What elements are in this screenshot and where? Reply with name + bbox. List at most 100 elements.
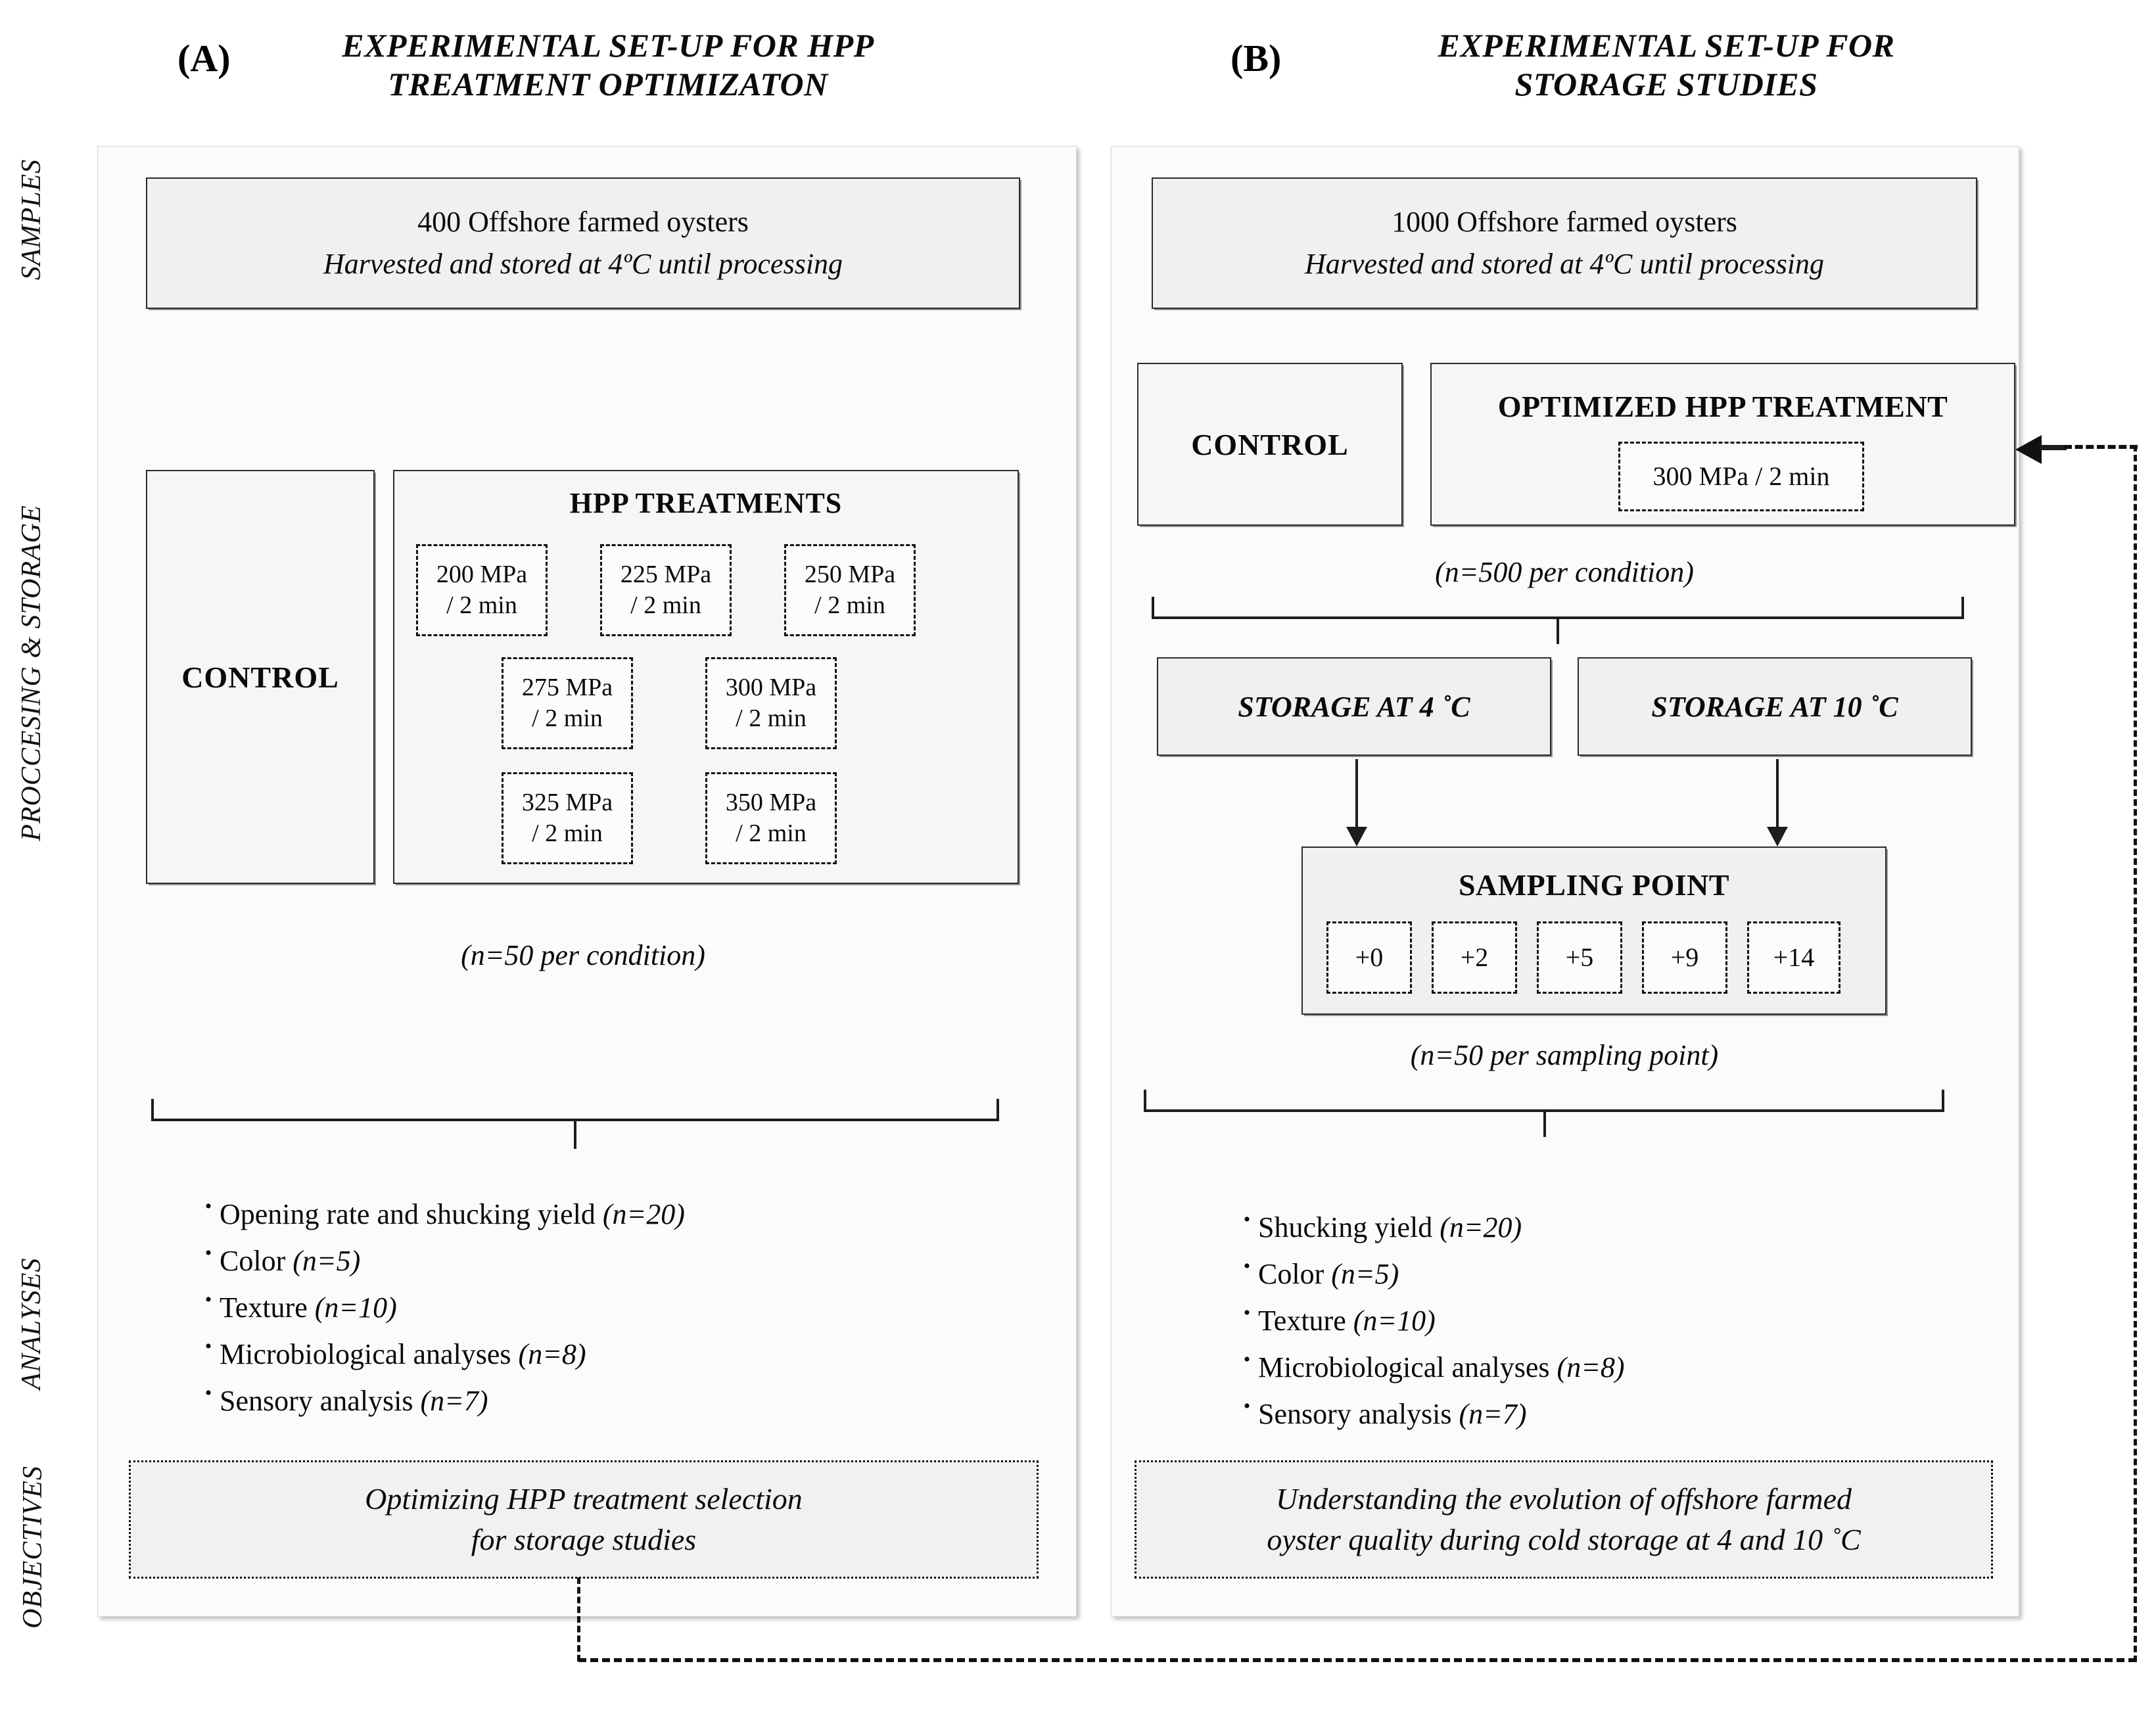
analysis-text: Color (n=5) xyxy=(220,1245,361,1277)
panel-b-samples-line2: Harvested and stored at 4ºC until proces… xyxy=(1304,248,1825,280)
bullet-icon: • xyxy=(1243,1395,1251,1417)
feedback-arrow-head xyxy=(2015,435,2042,464)
analysis-text: Sensory analysis (n=7) xyxy=(220,1385,488,1417)
stage-label-analyses: ANALYSES xyxy=(16,1245,47,1403)
analysis-text: Texture (n=10) xyxy=(1258,1305,1436,1337)
treatment-pressure: 350 MPa xyxy=(725,788,817,816)
bullet-icon: • xyxy=(1243,1255,1251,1277)
panel-a-brace-left-tick xyxy=(151,1099,154,1121)
panel-b-objective-line2: oyster quality during cold storage at 4 … xyxy=(1267,1523,1861,1556)
feedback-line-top xyxy=(2064,445,2138,449)
panel-b-brace-top-left-tick xyxy=(1152,597,1154,619)
feedback-line-right xyxy=(2134,445,2137,1662)
panel-b-sampling-point-14: +14 xyxy=(1747,921,1840,994)
panel-b-sampling-point-2: +2 xyxy=(1432,921,1517,994)
panel-a-brace-right-tick xyxy=(996,1099,999,1121)
list-item: • Color (n=5) xyxy=(197,1243,1019,1279)
sampling-point-value: +9 xyxy=(1670,942,1699,972)
feedback-line-bottom xyxy=(578,1658,2136,1662)
analysis-text: Microbiological analyses (n=8) xyxy=(220,1338,586,1370)
treatment-time: / 2 min xyxy=(532,705,603,732)
analysis-text: Microbiological analyses (n=8) xyxy=(1258,1351,1625,1383)
treatment-time: / 2 min xyxy=(446,591,517,619)
stage-label-samples-text: SAMPLES xyxy=(16,158,47,281)
bullet-icon: • xyxy=(204,1195,212,1217)
analysis-text: Opening rate and shucking yield (n=20) xyxy=(220,1198,685,1230)
panel-a-treatment-275mpa: 275 MPa / 2 min xyxy=(502,657,633,749)
stage-label-objectives: OBJECTIVES xyxy=(17,1458,49,1636)
bullet-icon: • xyxy=(204,1382,212,1404)
sampling-point-value: +0 xyxy=(1355,942,1384,972)
panel-a-treatment-350mpa: 350 MPa / 2 min xyxy=(705,772,837,864)
feedback-line-left xyxy=(577,1577,580,1661)
panel-b-sampling-point-0: +0 xyxy=(1326,921,1412,994)
treatment-time: / 2 min xyxy=(532,820,603,847)
bullet-icon: • xyxy=(1243,1209,1251,1230)
panel-b-n-condition-note: (n=500 per condition) xyxy=(1435,556,1694,588)
panel-b-samples-line1: 1000 Offshore farmed oysters xyxy=(1392,206,1737,239)
sampling-point-value: +2 xyxy=(1460,942,1489,972)
storage-10c-arrow-head xyxy=(1767,827,1788,846)
panel-a-samples-box: 400 Offshore farmed oysters Harvested an… xyxy=(146,177,1020,309)
panel-a-control-box: CONTROL xyxy=(146,470,375,884)
analysis-text: Texture (n=10) xyxy=(220,1291,397,1324)
stage-label-processing-storage-text: PROCCESING & STORAGE xyxy=(16,505,47,841)
panel-b-brace-bottom-stem xyxy=(1543,1109,1546,1137)
treatment-time: / 2 min xyxy=(736,705,807,732)
panel-a-n-note: (n=50 per condition) xyxy=(461,939,705,971)
panel-b-brace-bottom-left-tick xyxy=(1144,1090,1146,1112)
panel-a-objective-line2: for storage studies xyxy=(471,1523,697,1556)
panel-b-sampling-title: SAMPLING POINT xyxy=(1458,868,1730,902)
treatment-time: / 2 min xyxy=(736,820,807,847)
analysis-text: Shucking yield (n=20) xyxy=(1258,1211,1522,1243)
panel-b-sampling-point-9: +9 xyxy=(1642,921,1727,994)
list-item: • Opening rate and shucking yield (n=20) xyxy=(197,1196,1019,1232)
panel-b-analyses-list: • Shucking yield (n=20) • Color (n=5) • … xyxy=(1236,1209,1972,1443)
panel-b-title-line2: STORAGE STUDIES xyxy=(1514,66,1818,103)
bullet-icon: • xyxy=(1243,1302,1251,1324)
panel-b-storage-4c-label: STORAGE AT 4 ˚C xyxy=(1238,690,1470,723)
panel-a-samples-line2: Harvested and stored at 4ºC until proces… xyxy=(323,248,843,280)
storage-4c-arrow-shaft xyxy=(1355,759,1358,831)
panel-a-treatment-325mpa: 325 MPa / 2 min xyxy=(502,772,633,864)
treatment-pressure: 200 MPa xyxy=(436,560,528,588)
panel-a-brace-stem xyxy=(574,1119,576,1149)
treatment-time: / 2 min xyxy=(814,591,885,619)
panel-a-analyses-list: • Opening rate and shucking yield (n=20)… xyxy=(197,1196,1019,1429)
bullet-icon: • xyxy=(204,1335,212,1357)
feedback-arrow-shaft xyxy=(2040,445,2067,450)
list-item: • Color (n=5) xyxy=(1236,1256,1972,1292)
panel-b-brace-top-right-tick xyxy=(1961,597,1964,619)
panel-a-objective-box: Optimizing HPP treatment selection for s… xyxy=(129,1460,1039,1579)
list-item: • Sensory analysis (n=7) xyxy=(197,1383,1019,1419)
panel-a-objective-line1: Optimizing HPP treatment selection xyxy=(365,1481,803,1516)
panel-b-storage-10c-label: STORAGE AT 10 ˚C xyxy=(1651,690,1898,723)
bullet-icon: • xyxy=(1243,1349,1251,1370)
bullet-icon: • xyxy=(204,1242,212,1264)
panel-b-n-sampling-note: (n=50 per sampling point) xyxy=(1410,1039,1719,1071)
treatment-pressure: 225 MPa xyxy=(620,560,712,588)
storage-10c-arrow-shaft xyxy=(1776,759,1779,831)
panel-a-letter: (A) xyxy=(177,37,231,80)
panel-b-title: EXPERIMENTAL SET-UP FOR STORAGE STUDIES xyxy=(1334,26,1998,104)
sampling-point-value: +14 xyxy=(1773,942,1815,972)
panel-b-brace-bottom-right-tick xyxy=(1942,1090,1944,1112)
stage-label-analyses-text: ANALYSES xyxy=(16,1257,47,1390)
panel-a-treatment-300mpa: 300 MPa / 2 min xyxy=(705,657,837,749)
panel-b-control-label: CONTROL xyxy=(1191,427,1349,461)
stage-label-processing-storage: PROCCESING & STORAGE xyxy=(16,496,47,850)
analysis-text: Color (n=5) xyxy=(1258,1258,1399,1290)
list-item: • Shucking yield (n=20) xyxy=(1236,1209,1972,1245)
treatment-pressure: 250 MPa xyxy=(804,560,896,588)
list-item: • Microbiological analyses (n=8) xyxy=(1236,1349,1972,1385)
panel-b-objective-box: Understanding the evolution of offshore … xyxy=(1135,1460,1993,1579)
bullet-icon: • xyxy=(204,1289,212,1310)
panel-b-brace-top-stem xyxy=(1557,616,1559,644)
panel-a-samples-line1: 400 Offshore farmed oysters xyxy=(417,206,749,239)
list-item: • Sensory analysis (n=7) xyxy=(1236,1396,1972,1432)
list-item: • Microbiological analyses (n=8) xyxy=(197,1336,1019,1372)
list-item: • Texture (n=10) xyxy=(197,1289,1019,1326)
treatment-time: / 2 min xyxy=(630,591,701,619)
treatment-pressure: 325 MPa xyxy=(521,788,613,816)
storage-4c-arrow-head xyxy=(1346,827,1367,846)
